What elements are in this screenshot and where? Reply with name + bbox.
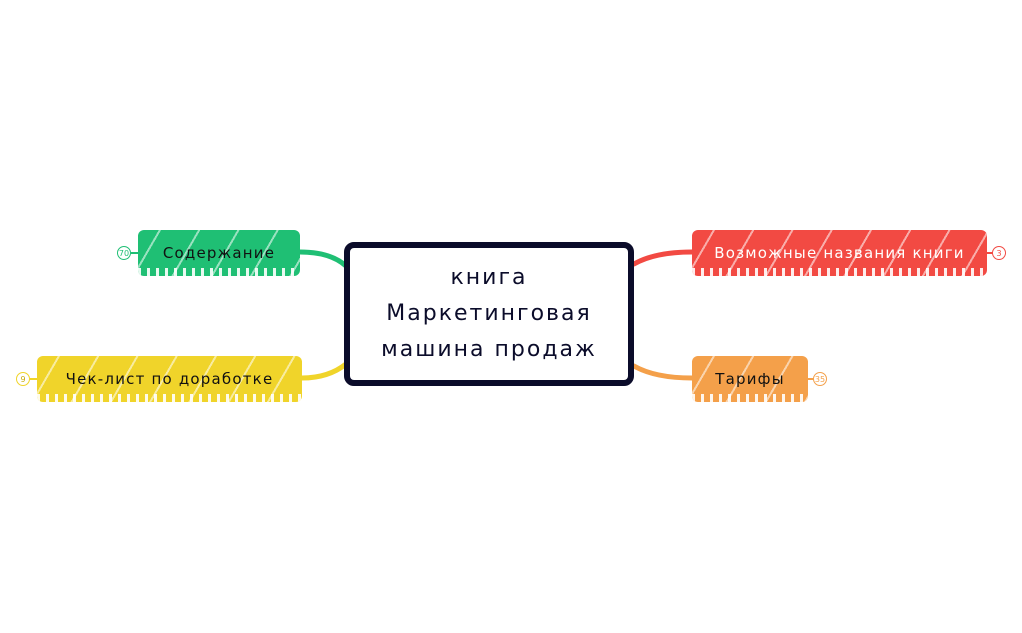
collapsed-count-badge[interactable]: 9 <box>16 372 30 386</box>
topic-label: Возможные названия книги <box>714 244 965 262</box>
central-topic-line-3: машина продаж <box>381 337 597 362</box>
collapse-connector <box>807 378 815 380</box>
topic-label: Тарифы <box>715 370 785 388</box>
central-topic[interactable]: книга Маркетинговая машина продаж <box>344 242 634 386</box>
badge-count: 9 <box>20 374 26 384</box>
collapse-connector <box>986 252 994 254</box>
topic-checklist[interactable]: Чек-лист по доработке <box>37 356 302 402</box>
collapsed-count-badge[interactable]: 3 <box>992 246 1006 260</box>
collapsed-count-badge[interactable]: 35 <box>813 372 827 386</box>
badge-count: 35 <box>814 374 826 384</box>
central-topic-line-2: Маркетинговая <box>386 301 592 326</box>
topic-label: Содержание <box>162 244 276 262</box>
badge-count: 3 <box>996 248 1002 258</box>
topic-label: Чек-лист по доработке <box>65 370 274 388</box>
topic-tariffs[interactable]: Тарифы <box>692 356 808 402</box>
topic-possible-titles[interactable]: Возможные названия книги <box>692 230 987 276</box>
collapsed-count-badge[interactable]: 70 <box>117 246 131 260</box>
collapse-connector <box>30 378 38 380</box>
badge-count: 70 <box>118 248 130 258</box>
topic-soderzhanie[interactable]: Содержание <box>138 230 300 276</box>
central-topic-line-1: книга <box>450 265 528 290</box>
collapse-connector <box>131 252 139 254</box>
